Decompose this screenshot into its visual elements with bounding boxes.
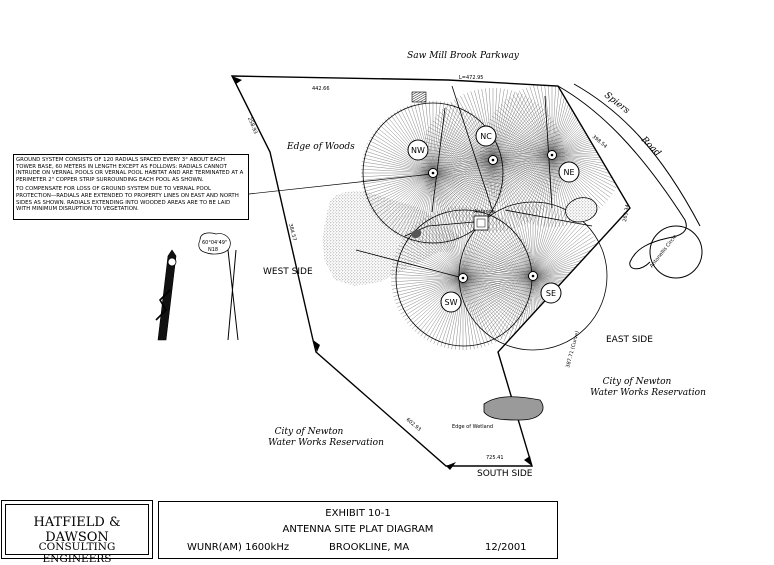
ground-system-note: Ground system consists of 120 radials sp… xyxy=(13,154,249,220)
note-paragraph-1: Ground system consists of 120 radials sp… xyxy=(16,157,244,183)
site-plat-drawing: NW NC NE SW SE Saw Mill Brook Parkway Spiers… xyxy=(155,51,706,479)
tower-label-se: SE xyxy=(546,289,556,298)
dim-ne2: 398.54 xyxy=(591,134,608,150)
station-location: BROOKLINE, MA xyxy=(329,542,410,553)
label-edge-of-woods: Edge of Woods xyxy=(286,142,355,152)
dim-west: 384.57 xyxy=(287,223,297,241)
dimension-arrows xyxy=(232,76,532,470)
dim-sw: 602.93 xyxy=(405,417,422,433)
label-bearing: 60°04'49" xyxy=(202,240,227,246)
dim-top: 442.66 xyxy=(312,86,330,92)
firm-subtitle: CONSULTING ENGINEERS xyxy=(38,541,116,565)
station-id: WUNR(AM) 1600kHz xyxy=(187,542,290,553)
towers: NW NC NE SW SE xyxy=(407,125,580,313)
label-edge-of-wetland: Edge of Wetland xyxy=(452,424,493,430)
radial-ground-system xyxy=(361,83,624,350)
street-lines xyxy=(557,83,703,279)
dim-top2: L=472.95 xyxy=(459,75,483,81)
exhibit-number: EXHIBIT 10-1 xyxy=(325,508,391,519)
firm-block-inner: HATFIELD & DAWSON CONSULTING ENGINEERS xyxy=(5,504,149,565)
tower-label-sw: SW xyxy=(445,298,458,307)
dim-e: 387.71 (Curve) xyxy=(565,330,581,368)
dim-s: 725.41 xyxy=(486,455,504,461)
label-newton-east-1: City of Newton xyxy=(603,377,672,387)
tower-dot-ne xyxy=(550,153,554,157)
label-newton-east-2: Water Works Reservation xyxy=(590,388,706,398)
label-newton-south-2: Water Works Reservation xyxy=(268,438,384,448)
road-saw-mill-brook: Saw Mill Brook Parkway xyxy=(407,51,520,61)
tower-dot-se xyxy=(531,274,535,278)
tower-label-nc: NC xyxy=(480,132,492,141)
tower-label-nw: NW xyxy=(411,146,425,155)
road-spiers: Spiers xyxy=(602,90,631,116)
firm-name: HATFIELD & DAWSON xyxy=(33,515,121,545)
antenna-building xyxy=(404,215,489,239)
note-leader-line xyxy=(248,173,433,195)
tower-label-circle-nw xyxy=(407,139,429,161)
label-bearing-sub: N18 xyxy=(208,247,218,253)
label-east-side: EAST SIDE xyxy=(606,335,653,345)
shed-building xyxy=(411,91,427,103)
road-road: Road xyxy=(638,134,662,158)
north-arrow xyxy=(155,232,239,341)
exhibit-date: 12/2001 xyxy=(485,542,527,553)
label-west-side: WEST SIDE xyxy=(263,267,313,277)
tower-dot-sw xyxy=(461,276,465,280)
tower-dot-nc xyxy=(491,158,495,162)
exhibit-title: ANTENNA SITE PLAT DIAGRAM xyxy=(282,524,434,535)
tower-label-circle-ne xyxy=(558,161,580,183)
dim-ne: 265.34 xyxy=(622,204,631,222)
label-antenna: Antenna xyxy=(474,209,495,215)
label-newton-south-1: City of Newton xyxy=(275,427,344,437)
dim-nw: 258.93 xyxy=(246,117,258,135)
firm-block: HATFIELD & DAWSON CONSULTING ENGINEERS xyxy=(1,500,153,565)
radials-se xyxy=(461,204,605,348)
title-block: EXHIBIT 10-1 ANTENNA SITE PLAT DIAGRAM W… xyxy=(158,501,558,559)
tower-label-circle-nc xyxy=(475,125,497,147)
tower-label-circle-se xyxy=(540,282,562,304)
label-south-side: SOUTH SIDE xyxy=(477,469,533,479)
tower-label-circle-sw xyxy=(440,291,462,313)
tower-dot-nw xyxy=(431,171,435,175)
note-paragraph-2: To compensate for loss of ground system … xyxy=(16,186,239,213)
tower-label-ne: NE xyxy=(563,168,574,177)
vernal-pools xyxy=(483,197,598,421)
